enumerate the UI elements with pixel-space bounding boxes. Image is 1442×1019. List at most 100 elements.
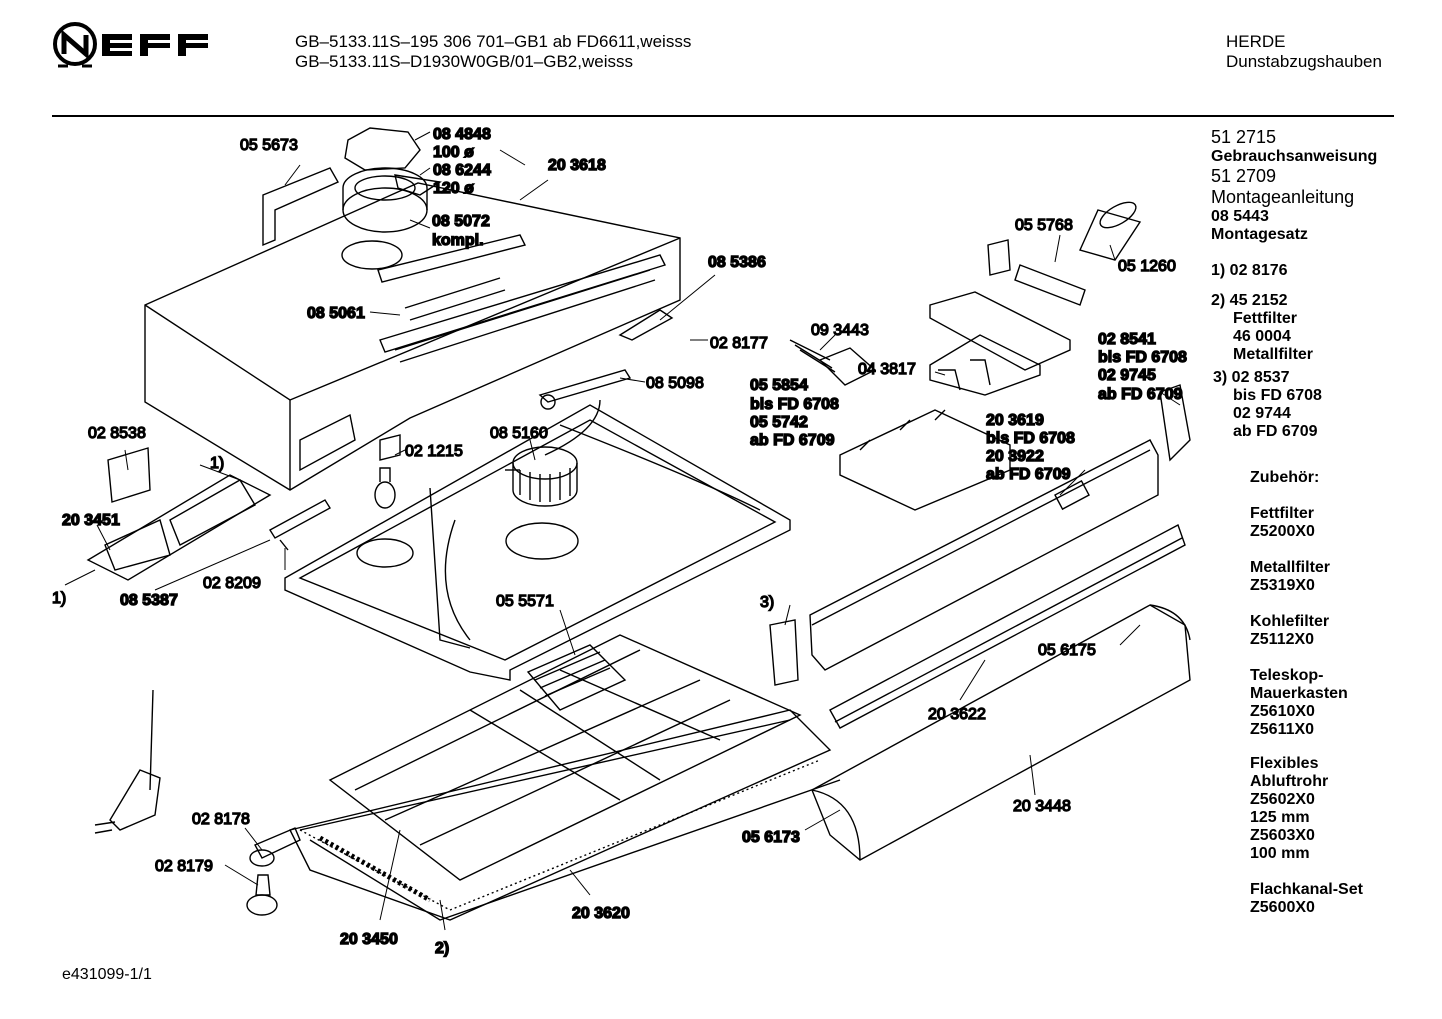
motor <box>512 399 601 507</box>
accessory-item: Metallfilter Z5319X0 <box>1250 559 1330 595</box>
note-2-line: 2) 45 2152 <box>1211 292 1288 309</box>
label-note3: 3) <box>760 594 774 611</box>
accessory-line: Z5319X0 <box>1250 577 1315 594</box>
label-029745: 02 9745 <box>1098 367 1156 384</box>
accessory-line: Z5611X0 <box>1250 721 1315 738</box>
doc-code: 51 2715 <box>1211 127 1277 147</box>
label-055673: 05 5673 <box>240 137 298 154</box>
accessory-line: Teleskop- <box>1250 667 1324 684</box>
label-056175: 05 6175 <box>1038 642 1096 659</box>
label-note2: 2) <box>435 940 449 957</box>
note-3-line: 3) 02 8537 <box>1213 369 1290 386</box>
accessory-line: Metallfilter <box>1250 559 1331 576</box>
model-line-2: GB–5133.11S–D1930W0GB/01–GB2,weisss <box>295 52 633 71</box>
label-bis-fd6708-c: bis FD 6708 <box>986 430 1075 447</box>
accessory-line: Z5600X0 <box>1250 899 1315 916</box>
power-plug <box>94 689 161 834</box>
footer-reference: e431099-1/1 <box>62 966 152 983</box>
bulb <box>374 434 401 509</box>
carbon-filter <box>86 447 272 581</box>
doc-name: Montagesatz <box>1211 226 1308 243</box>
label-028177: 02 8177 <box>710 335 768 352</box>
label-021215: 02 1215 <box>405 443 463 460</box>
switch-assembly <box>839 291 1071 511</box>
label-bis-fd6708-b: bis FD 6708 <box>750 396 839 413</box>
chassis-tray <box>284 404 791 681</box>
note-1: 1) 02 8176 <box>1211 262 1288 279</box>
label-055854: 05 5854 <box>750 377 808 394</box>
accessory-item: Flexibles Abluftrohr Z5602X0 125 mm Z560… <box>1250 755 1328 863</box>
label-028209: 02 8209 <box>203 575 261 592</box>
accessory-line: Z5610X0 <box>1250 703 1315 720</box>
label-note1-b: 1) <box>52 590 66 607</box>
documentation-list: 51 2715 Gebrauchsanweisung 51 2709 Monta… <box>1211 127 1377 244</box>
accessories-title: Zubehör: <box>1250 469 1320 486</box>
label-028178: 02 8178 <box>192 811 250 828</box>
accessory-line: Abluftrohr <box>1250 773 1329 790</box>
label-085072: 08 5072 <box>432 213 490 230</box>
accessory-item: Teleskop- Mauerkasten Z5610X0 Z5611X0 <box>1250 667 1348 739</box>
doc-code: 51 2709 <box>1211 166 1277 186</box>
doc-name: Gebrauchsanweisung <box>1211 148 1378 165</box>
accessory-line: Z5112X0 <box>1250 631 1315 648</box>
grease-filter <box>288 634 841 921</box>
label-kompl: kompl. <box>432 232 484 249</box>
label-085160: 08 5160 <box>490 425 548 442</box>
accessory-line: Kohlefilter <box>1250 613 1330 630</box>
accessory-line: 100 mm <box>1250 845 1310 862</box>
lamp-tube <box>987 201 1142 306</box>
note-2: 2) 45 2152 Fettfilter 46 0004 Metallfilt… <box>1211 292 1313 364</box>
accessory-line: Flexibles <box>1250 755 1319 772</box>
header-rule <box>52 115 1394 117</box>
accessory-line: Z5200X0 <box>1250 523 1315 540</box>
label-203619: 20 3619 <box>986 412 1044 429</box>
label-203620: 20 3620 <box>572 905 630 922</box>
label-056173: 05 6173 <box>742 829 800 846</box>
accessory-line: Fettfilter <box>1250 505 1314 522</box>
accessory-item: Flachkanal-Set Z5600X0 <box>1250 881 1363 917</box>
hood-housing <box>144 127 681 491</box>
accessory-line: Z5603X0 <box>1250 827 1315 844</box>
label-203922: 20 3922 <box>986 448 1044 465</box>
neff-logo <box>53 22 208 68</box>
label-085387: 08 5387 <box>120 592 178 609</box>
label-bis-fd6708-a: bis FD 6708 <box>1098 349 1187 366</box>
note-2-line: Fettfilter <box>1233 310 1297 327</box>
label-ab-fd6709-c: ab FD 6709 <box>986 466 1071 483</box>
doc-name: Montageanleitung <box>1211 187 1355 207</box>
label-085386: 08 5386 <box>708 254 766 271</box>
label-100: 100 ø <box>433 144 474 161</box>
label-note1-a: 1) <box>210 455 224 472</box>
label-093443: 09 3443 <box>811 322 869 339</box>
label-055571: 05 5571 <box>496 593 554 610</box>
label-043817: 04 3817 <box>858 361 916 378</box>
category-main: HERDE <box>1226 32 1286 51</box>
note-3: 3) 02 8537 bis FD 6708 02 9744 ab FD 670… <box>1213 369 1322 441</box>
label-085098: 08 5098 <box>646 375 704 392</box>
accessory-line: Flachkanal-Set <box>1250 881 1363 898</box>
accessory-line: Z5602X0 <box>1250 791 1315 808</box>
accessory-item: Kohlefilter Z5112X0 <box>1250 613 1329 649</box>
front-panel-203619 <box>809 384 1191 671</box>
wire-harness <box>789 339 877 386</box>
label-051260: 05 1260 <box>1118 258 1176 275</box>
label-203450: 20 3450 <box>340 931 398 948</box>
label-028538: 02 8538 <box>88 425 146 442</box>
label-ab-fd6709-a: ab FD 6709 <box>1098 386 1183 403</box>
label-086244: 08 6244 <box>433 162 491 179</box>
label-055768: 05 5768 <box>1015 217 1073 234</box>
label-203618: 20 3618 <box>548 157 606 174</box>
category: HERDE Dunstabzugshauben <box>1226 32 1382 72</box>
category-sub: Dunstabzugshauben <box>1226 52 1382 71</box>
note-3-line: 02 9744 <box>1233 405 1291 422</box>
note-3-line: ab FD 6709 <box>1233 423 1318 440</box>
label-085061: 08 5061 <box>307 305 365 322</box>
front-panel-203622 <box>829 523 1186 729</box>
label-203451: 20 3451 <box>62 512 120 529</box>
label-055742: 05 5742 <box>750 414 808 431</box>
label-ab-fd6709-b: ab FD 6709 <box>750 432 835 449</box>
accessory-item: Fettfilter Z5200X0 <box>1250 505 1315 541</box>
small-fittings <box>246 309 799 916</box>
accessory-line: Mauerkasten <box>1250 685 1348 702</box>
label-203622: 20 3622 <box>928 706 986 723</box>
